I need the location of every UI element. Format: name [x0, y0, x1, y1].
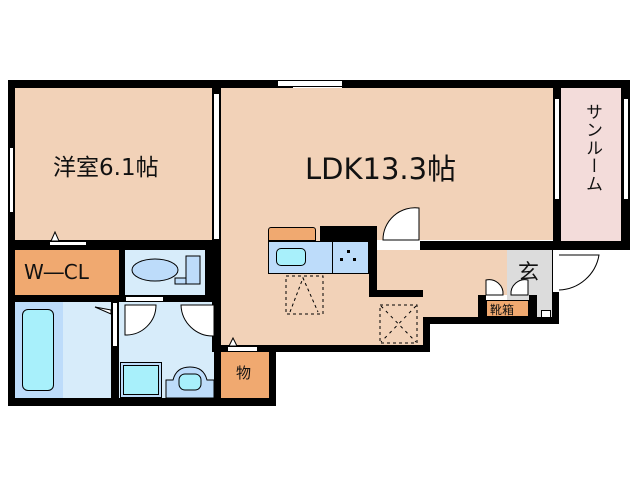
window-west-ldk: [213, 94, 220, 239]
wall-bottom-left: [8, 398, 276, 406]
entrance-step: [541, 310, 551, 318]
wall-shoebox-right: [529, 295, 537, 320]
wall-western-bottom: [8, 240, 218, 250]
door-entrance: [553, 250, 559, 292]
door-storage: [227, 346, 258, 352]
toilet-icon: [131, 255, 201, 285]
label-storage: 物: [236, 364, 252, 382]
washbasin-icon: [165, 366, 215, 399]
room-bath-wash: [63, 302, 111, 398]
window-sunroom-right: [623, 99, 629, 199]
wall-wcl-right: [119, 250, 125, 302]
wall-toilet-right: [205, 250, 214, 302]
room-storage: [221, 352, 269, 398]
wall-storage-right: [269, 345, 276, 406]
kitchen-divider: [332, 241, 333, 274]
window-ldk-sunroom: [554, 99, 560, 199]
hallway: [377, 250, 507, 295]
wall-hall-bottom: [423, 317, 559, 324]
wall-wcl-bottom: [8, 295, 218, 302]
wall-bath-right: [111, 302, 119, 398]
room-western: [15, 88, 212, 240]
stove-burners-icon: [340, 250, 356, 261]
room-walk-in-closet: [15, 250, 119, 295]
wall-kitchen-right: [369, 240, 377, 297]
wall-step-top: [373, 290, 423, 297]
room-sunroom: [561, 88, 621, 241]
label-western-room: 洋室6.1帖: [53, 155, 159, 181]
wall-shoebox: [478, 295, 486, 320]
wall-hall-top: [420, 241, 630, 250]
wall-storage-left: [214, 302, 221, 402]
door-washroom: [112, 302, 118, 347]
bathtub: [22, 309, 54, 391]
wall-top-right: [342, 80, 630, 88]
door-ldk-hall: [380, 241, 420, 249]
label-shoe-box: 靴箱: [490, 303, 515, 317]
wall-step-right: [423, 317, 430, 352]
wall-ldk-bottom: [221, 345, 430, 352]
wall-kitchen-top: [320, 226, 377, 242]
room-ldk-step: [373, 295, 423, 345]
wall-top-left: [8, 80, 293, 88]
door-west: [49, 241, 87, 246]
shoe-box: [486, 300, 529, 317]
window-west-left: [9, 148, 14, 212]
kitchen-counter-top: [268, 227, 316, 241]
kitchen-sink: [276, 248, 306, 266]
window-top-ldk: [278, 80, 342, 87]
label-walk-in-closet: W―CL: [24, 260, 89, 284]
washing-machine-inner: [123, 365, 159, 395]
room-ldk: [221, 88, 553, 240]
hallway-lower: [423, 295, 478, 317]
label-sunroom: サンルーム: [582, 103, 602, 193]
door-toilet: [125, 296, 164, 302]
label-entrance: 玄: [518, 260, 539, 284]
label-ldk: LDK13.3帖: [305, 152, 457, 186]
